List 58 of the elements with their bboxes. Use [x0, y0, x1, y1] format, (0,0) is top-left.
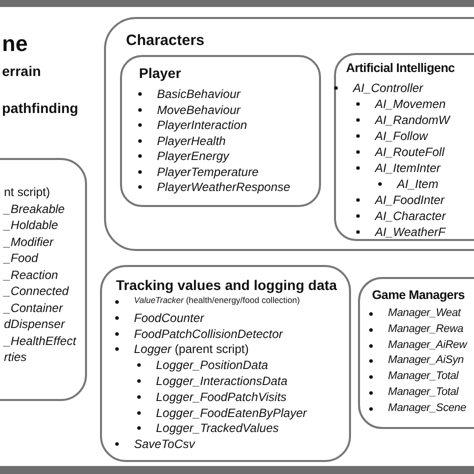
script-name: PlayerHealth: [157, 134, 226, 146]
section-heading: Artificial Intelligenc: [346, 62, 455, 74]
script-name: _HealthEffect: [4, 334, 76, 346]
script-name: rties: [4, 351, 27, 363]
script-name: AI_ItemInter: [375, 162, 440, 174]
script-name: Manager_Total: [388, 387, 458, 398]
script-name: Manager_Total: [388, 371, 458, 382]
script-name: dDispenser: [4, 318, 65, 330]
script-name: AI_RouteFoll: [375, 146, 444, 158]
script-name: errain: [2, 64, 41, 78]
script-name: ValueTracker (health/energy/food collection): [134, 296, 300, 304]
script-name: AI_Character: [375, 210, 446, 222]
group-panel: [104, 17, 474, 251]
script-name: Manager_Weat: [388, 308, 461, 319]
group-panel: [120, 55, 321, 207]
script-name: SaveToCsv: [134, 438, 195, 450]
script-name: Logger_FoodPatchVisits: [156, 390, 287, 403]
script-name: FoodPatchCollisionDetector: [134, 328, 283, 340]
script-name: Logger_InteractionsData: [156, 375, 288, 387]
script-name: PlayerWeatherResponse: [157, 181, 290, 193]
script-name: _Reaction: [4, 268, 58, 280]
section-heading: ne: [2, 33, 28, 55]
script-name: AI_Follow: [375, 130, 428, 142]
section-heading: Tracking values and logging data: [116, 278, 337, 292]
section-heading: Game Managers: [372, 289, 465, 302]
section-heading: Characters: [126, 33, 204, 48]
script-name: _Container: [4, 302, 63, 314]
script-name: AI_Item: [397, 178, 438, 190]
script-name: _Connected: [4, 285, 69, 297]
script-name: _Modifier: [4, 236, 54, 248]
script-name: AI_Controller: [353, 82, 424, 94]
script-name: Manager_Scene: [388, 402, 466, 414]
script-name: Manager_Rewa: [388, 324, 464, 335]
script-name: MoveBehaviour: [157, 104, 240, 116]
section-heading: Player: [139, 66, 182, 80]
script-name: _Food: [4, 252, 38, 264]
script-name: Logger_FoodEatenByPlayer: [156, 406, 307, 419]
group-panel: [100, 265, 351, 462]
script-name: Logger_TrackedValues: [156, 422, 279, 434]
script-name: PlayerEnergy: [157, 150, 230, 162]
script-name: Logger_PositionData: [156, 359, 268, 372]
script-name: _Breakable: [4, 202, 65, 214]
group-panel: [358, 277, 474, 429]
script-name: BasicBehaviour: [157, 88, 240, 100]
script-name: Manager_AiRew: [388, 340, 467, 351]
script-name: _Holdable: [4, 219, 58, 231]
group-panel: [334, 53, 474, 241]
script-name: AI_Movemen: [375, 98, 446, 110]
script-name: Manager_AiSyn: [388, 355, 464, 366]
script-name: AI_RandomW: [375, 114, 450, 126]
script-name: PlayerTemperature: [157, 166, 259, 178]
script-name: Logger (parent script): [134, 343, 249, 356]
script-name: nt script): [4, 186, 50, 198]
script-name: FoodCounter: [134, 312, 204, 324]
script-name: AI_WeatherF: [375, 226, 446, 238]
script-name: AI_FoodInter: [375, 194, 444, 206]
script-name: PlayerInteraction: [157, 119, 248, 131]
script-name: pathfinding: [2, 101, 78, 115]
